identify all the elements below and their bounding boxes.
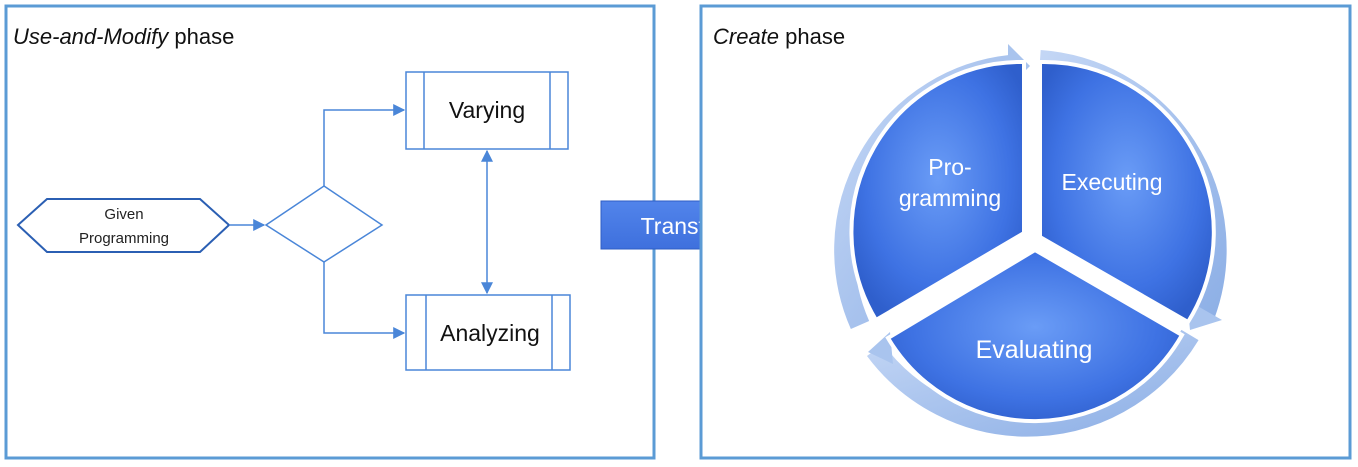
- evaluating-segment: [885, 247, 1185, 424]
- programming-label-line2: gramming: [899, 185, 1001, 211]
- ring-arc-bottom: [866, 329, 1199, 437]
- create-panel: Create phase Pro- gramming Executing Eva…: [699, 4, 1352, 460]
- decision-to-analyzing-arrow: [323, 262, 406, 339]
- ring-arrowhead-left: [868, 332, 893, 364]
- right-title-italic: Create: [713, 24, 779, 49]
- varying-box: Varying: [405, 71, 569, 150]
- executing-segment: [1038, 59, 1216, 325]
- varying-box-frame: [405, 71, 569, 150]
- analyzing-box-frame: [405, 294, 571, 371]
- left-title-italic: Use-and-Modify: [13, 24, 170, 49]
- given-label-line2: Programming: [79, 230, 169, 247]
- executing-label: Executing: [1061, 169, 1162, 195]
- right-panel-title: Create phase: [713, 24, 845, 49]
- decision-to-varying-arrow: [323, 104, 406, 186]
- analyzing-label: Analyzing: [440, 320, 540, 346]
- programming-segment: [849, 59, 1026, 323]
- left-title-rest: phase: [168, 24, 234, 49]
- analyzing-box: Analyzing: [405, 294, 571, 371]
- use-and-modify-panel: Use-and-Modify phase Given Programming V…: [4, 4, 656, 460]
- evaluating-label: Evaluating: [976, 336, 1093, 364]
- varying-label: Varying: [449, 97, 525, 123]
- left-panel-title: Use-and-Modify phase: [13, 24, 234, 49]
- right-title-rest: phase: [779, 24, 845, 49]
- given-label-line1: Given: [104, 206, 143, 223]
- programming-label-line1: Pro-: [928, 154, 971, 180]
